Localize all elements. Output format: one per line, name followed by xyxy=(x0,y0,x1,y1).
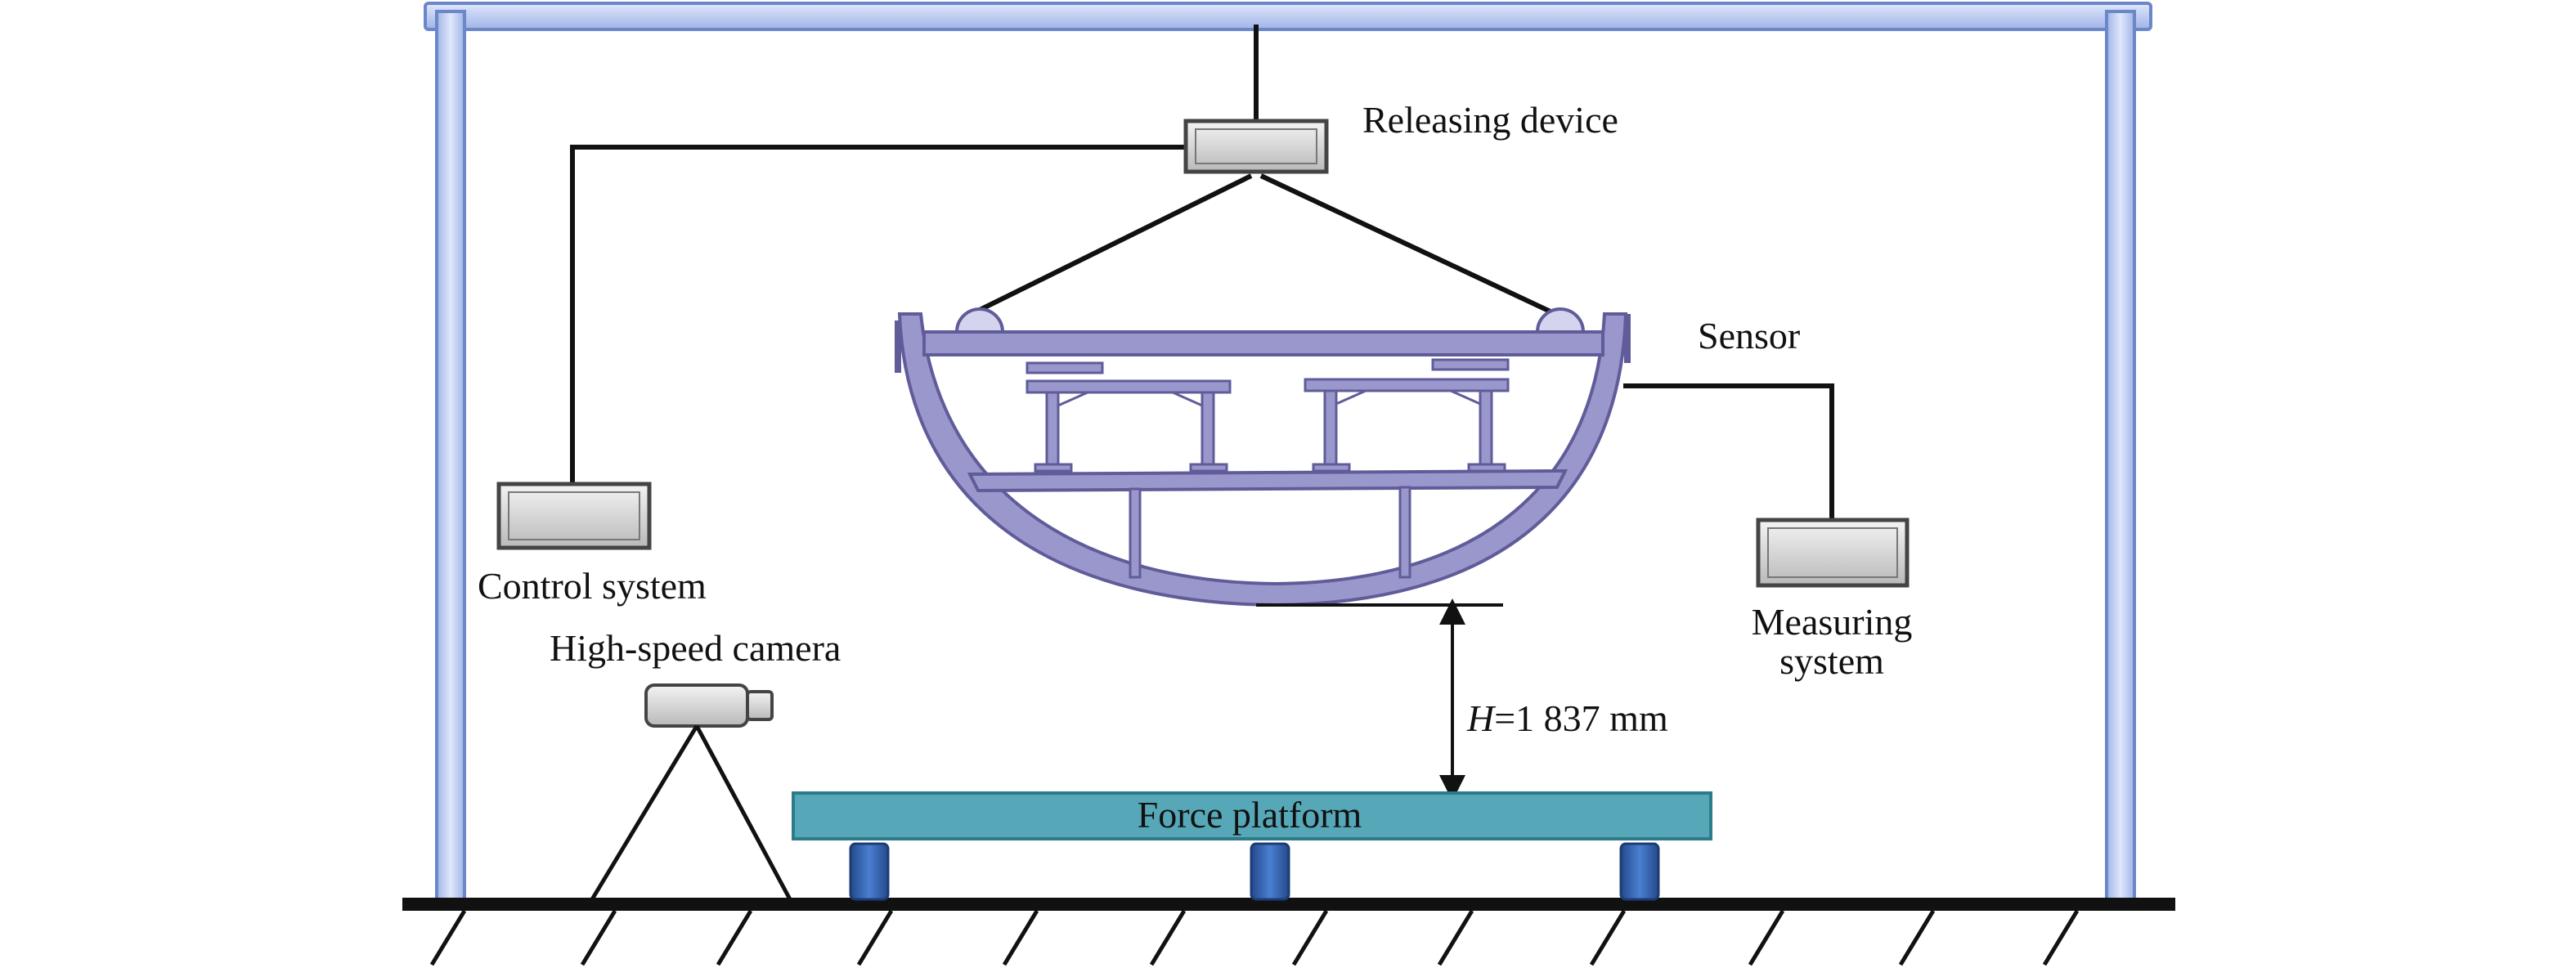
force-platform-label: Force platform xyxy=(1138,794,1362,836)
hull-model xyxy=(895,307,1631,607)
frame-top-beam xyxy=(424,2,2152,31)
lifting-lug-left xyxy=(954,307,1005,334)
height-symbol: H xyxy=(1466,697,1497,739)
camera-tripod xyxy=(590,724,792,901)
control-system-box xyxy=(496,482,652,550)
platform-supports xyxy=(849,842,1660,901)
drop-height-dimension xyxy=(1256,598,1503,801)
height-value: =1 837 mm xyxy=(1494,697,1668,739)
equipment-table-left xyxy=(1025,361,1232,473)
sensor-label: Sensor xyxy=(1698,315,1800,356)
releasing-device xyxy=(1183,119,1329,174)
drop-height-label: H=1 837 mm xyxy=(1466,697,1668,739)
force-platform xyxy=(792,791,1712,901)
ground-line xyxy=(402,898,2175,911)
releasing-device-label: Releasing device xyxy=(1362,99,1618,141)
hull-deck xyxy=(922,330,1604,356)
high-speed-camera-label: High-speed camera xyxy=(550,627,841,669)
camera-icon xyxy=(644,683,774,728)
support-frame xyxy=(424,2,2152,908)
frame-left-post xyxy=(435,10,466,908)
sensor-cable xyxy=(1623,383,1834,520)
equipment-table-right xyxy=(1304,358,1510,473)
wiring xyxy=(570,25,1834,520)
hull-shell xyxy=(897,312,1628,607)
platform-support-right xyxy=(1619,842,1660,901)
measuring-system-box xyxy=(1756,518,1910,588)
hull-inner-deck xyxy=(967,468,1568,493)
measuring-system-label-line2: system xyxy=(1779,640,1884,682)
ground xyxy=(402,898,2175,966)
sling-left xyxy=(972,173,1253,316)
sling-right xyxy=(1259,173,1555,316)
platform-support-center xyxy=(1250,842,1290,901)
frame-right-post xyxy=(2105,10,2136,908)
ground-hatching xyxy=(429,909,2080,966)
platform-support-left xyxy=(849,842,890,901)
control-system-label: Control system xyxy=(478,565,707,607)
lifting-lug-right xyxy=(1535,307,1586,334)
control-cable xyxy=(570,145,1186,486)
measuring-system-label-line1: Measuring xyxy=(1752,601,1913,643)
